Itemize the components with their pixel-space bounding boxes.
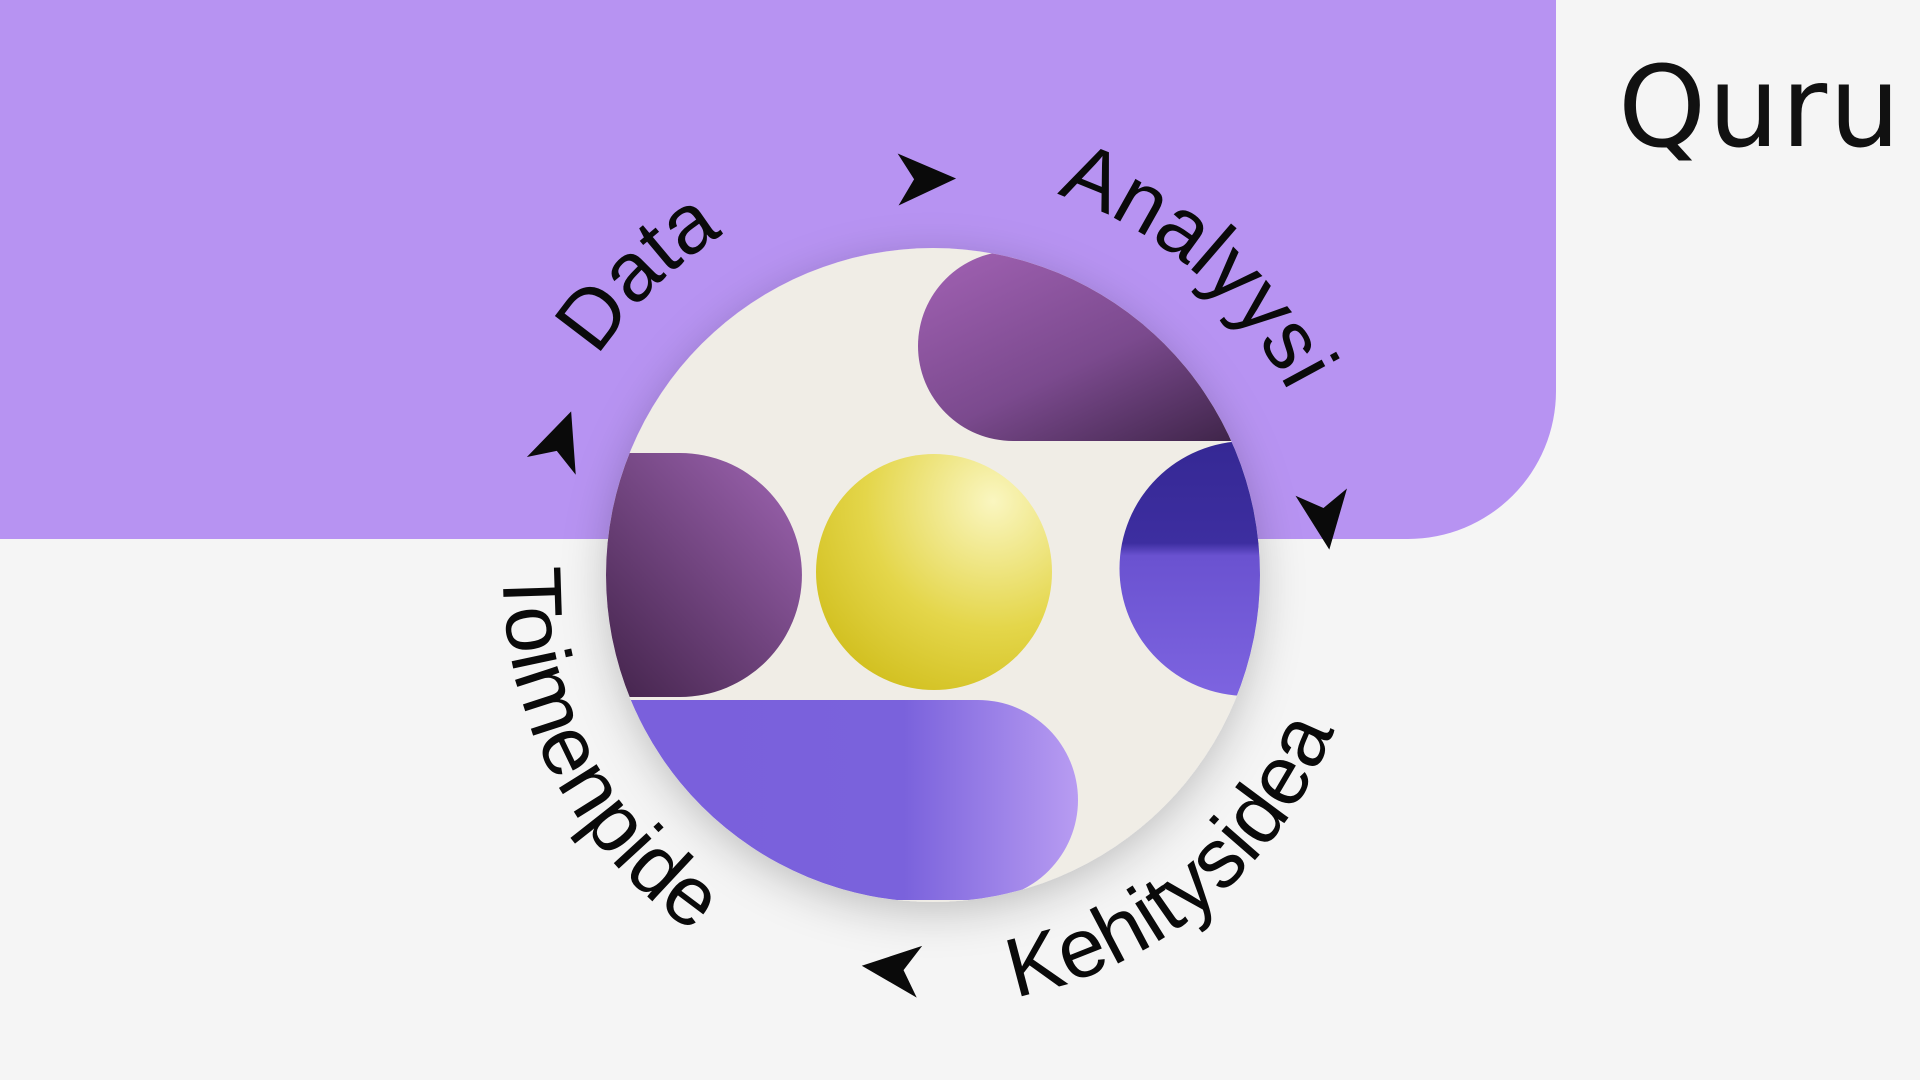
left-pill [606, 453, 802, 697]
arrow-head-icon [897, 153, 957, 206]
right-pill [1119, 441, 1260, 696]
yellow-ball [816, 454, 1052, 690]
arrow-head-icon [526, 411, 576, 475]
cycle-label-data: Data [536, 171, 734, 367]
quru-logo: Quru [1618, 43, 1903, 173]
arrow-head-icon [1295, 488, 1347, 550]
arrow-head-icon [861, 945, 923, 998]
